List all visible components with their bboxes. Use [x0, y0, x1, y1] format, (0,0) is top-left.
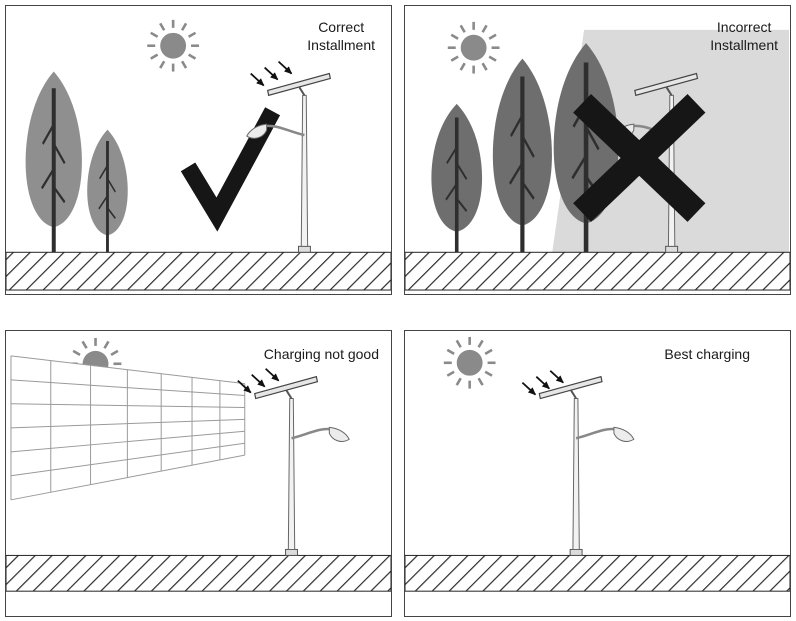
panel-label: Incorrect Installment — [710, 19, 778, 54]
ground-hatch — [6, 251, 391, 291]
panel-label: Charging not good — [263, 346, 379, 362]
cross-icon — [573, 93, 706, 222]
tree-icon — [85, 127, 130, 255]
street-light-icon — [266, 72, 332, 254]
street-light-icon — [538, 375, 603, 557]
ground-hatch — [405, 554, 790, 592]
panel-best-charging: Best charging — [404, 330, 791, 617]
tree-icon — [26, 72, 82, 253]
lamp-arm-icon — [574, 426, 636, 443]
panel-label: Best charging — [664, 346, 750, 362]
tree-icon — [431, 104, 482, 252]
scene-best-charging — [405, 335, 790, 592]
sun-icon — [442, 335, 497, 390]
panel-incorrect-installment: Incorrect Installment — [404, 5, 791, 295]
check-icon — [180, 107, 281, 232]
ground-hatch — [405, 251, 790, 291]
panel-label: Correct Installment — [307, 19, 375, 54]
sunlight-arrows-icon — [251, 62, 292, 86]
grid-wall — [10, 355, 246, 501]
sun-icon — [145, 18, 201, 73]
scene-correct — [6, 18, 391, 291]
scene-incorrect — [405, 20, 790, 291]
tree-icon — [493, 59, 552, 253]
sun-icon — [446, 20, 501, 75]
street-light-icon — [253, 375, 319, 557]
lamp-arm-icon — [290, 426, 351, 443]
scene-charging-not-good — [6, 336, 391, 592]
panel-correct-installment: Correct Installment — [5, 5, 392, 295]
ground-hatch — [6, 554, 391, 592]
panel-charging-not-good: Charging not good — [5, 330, 392, 617]
